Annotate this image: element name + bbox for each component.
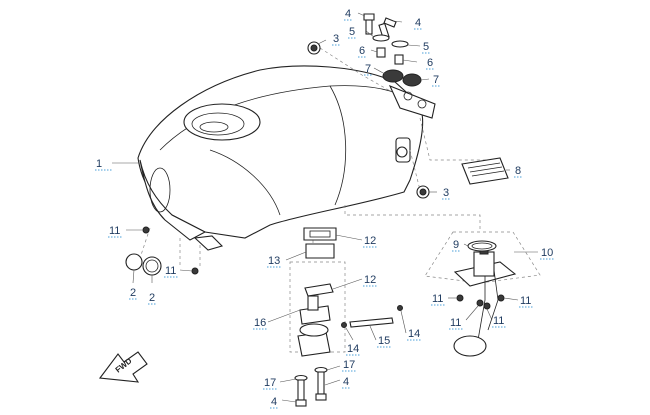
svg-text:3: 3	[443, 187, 449, 199]
leader-lines	[112, 12, 538, 403]
callout-2: 2	[129, 287, 138, 300]
svg-text:4: 4	[345, 8, 351, 20]
callout-7: 7	[364, 63, 373, 76]
svg-text:14: 14	[347, 343, 359, 355]
callout-13: 13	[267, 255, 282, 268]
svg-text:15: 15	[378, 335, 390, 347]
svg-text:17: 17	[343, 359, 355, 371]
callout-11: 11	[431, 293, 446, 306]
callout-9: 9	[452, 239, 461, 252]
svg-text:16: 16	[254, 317, 266, 329]
assembly-lines	[139, 47, 541, 353]
svg-text:4: 4	[343, 376, 349, 388]
callout-4: 4	[414, 17, 423, 30]
callout-4: 4	[344, 8, 353, 21]
svg-text:4: 4	[271, 396, 277, 408]
callout-3: 3	[332, 33, 341, 46]
fuel-tank	[137, 65, 436, 251]
svg-text:6: 6	[359, 45, 365, 57]
svg-text:14: 14	[408, 328, 420, 340]
callout-17: 17	[342, 359, 357, 372]
forward-direction-arrow: FWD	[98, 351, 148, 383]
svg-text:5: 5	[423, 41, 429, 53]
callout-11: 11	[519, 295, 534, 308]
callout-5: 5	[422, 41, 431, 54]
callout-11: 11	[164, 265, 179, 278]
callout-14: 14	[407, 328, 422, 341]
svg-text:4: 4	[415, 17, 421, 29]
svg-text:6: 6	[427, 57, 433, 69]
callout-10: 10	[540, 247, 555, 260]
hardware-parts	[125, 13, 517, 407]
callout-11: 11	[449, 317, 464, 330]
callout-8: 8	[514, 165, 523, 178]
svg-text:17: 17	[264, 377, 276, 389]
svg-text:5: 5	[349, 26, 355, 38]
callout-6: 6	[426, 57, 435, 70]
svg-text:2: 2	[130, 287, 136, 299]
svg-text:11: 11	[432, 293, 443, 305]
callout-17: 17	[263, 377, 278, 390]
callout-11: 11	[492, 315, 507, 328]
callout-7: 7	[432, 74, 441, 87]
svg-text:13: 13	[268, 255, 280, 267]
svg-text:11: 11	[450, 317, 461, 329]
svg-text:10: 10	[541, 247, 553, 259]
callout-6: 6	[358, 45, 367, 58]
svg-text:11: 11	[165, 265, 176, 277]
callout-15: 15	[377, 335, 392, 348]
svg-text:1: 1	[96, 158, 102, 170]
callout-11: 11	[108, 225, 123, 238]
svg-text:2: 2	[149, 292, 155, 304]
svg-text:7: 7	[433, 74, 439, 86]
callout-labels: 1 2 2 3 3 4 4 4 4 5 5 6 6 7 7 8 9 10 11 …	[95, 8, 555, 409]
svg-text:12: 12	[364, 274, 376, 286]
callout-12: 12	[363, 274, 378, 287]
callout-1: 1	[95, 158, 112, 171]
svg-text:7: 7	[365, 63, 371, 75]
svg-text:8: 8	[515, 165, 521, 177]
callout-3: 3	[442, 187, 451, 200]
svg-text:12: 12	[364, 235, 376, 247]
callout-12: 12	[363, 235, 378, 248]
svg-text:3: 3	[333, 33, 339, 45]
callout-4: 4	[342, 376, 351, 389]
callout-2: 2	[148, 292, 157, 305]
svg-text:11: 11	[520, 295, 531, 307]
callout-14: 14	[346, 343, 361, 356]
svg-text:11: 11	[493, 315, 504, 327]
callout-16: 16	[253, 317, 268, 330]
callout-4: 4	[270, 396, 279, 409]
callout-5: 5	[348, 26, 357, 39]
svg-text:11: 11	[109, 225, 120, 237]
svg-text:9: 9	[453, 239, 459, 251]
